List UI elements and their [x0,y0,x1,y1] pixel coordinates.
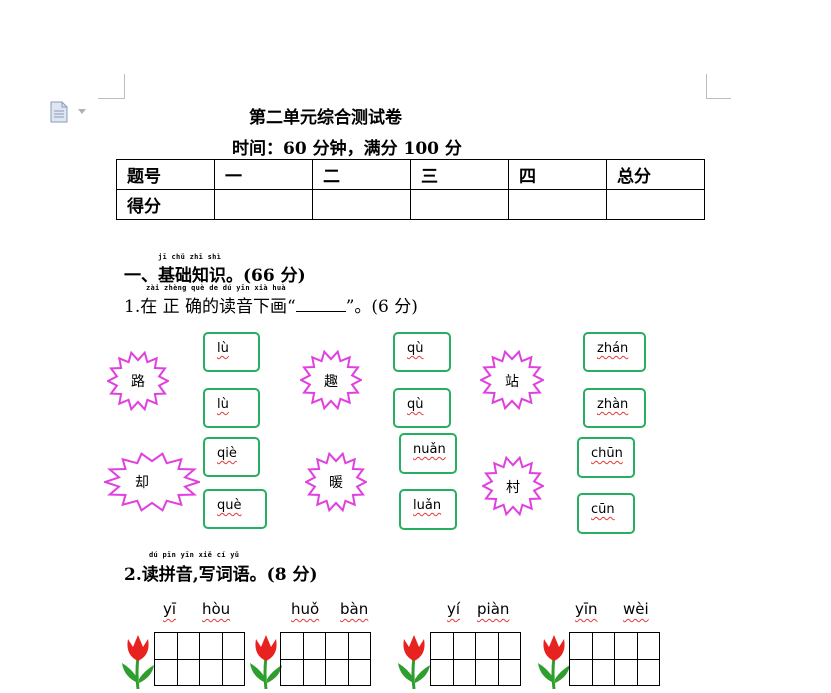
section1-ruby: jī chǔ zhī shì [158,253,222,261]
pinyin-prompt: yīn [575,600,598,618]
writing-box[interactable] [430,632,476,686]
char-lu: 路 [131,374,145,390]
tulip-icon [538,635,570,689]
section1-title: 一、基础知识。(66 分) [124,266,306,286]
pinyin-prompt: yí [447,600,461,618]
starburst-shape [480,350,544,410]
answer-blank [295,297,346,312]
question1-title: 1.在 正 确的读音下画“ ”。(6 分) [124,292,418,317]
score-table-header-row: 题号 一 二 三 四 总分 [116,159,705,190]
writing-box[interactable] [475,632,521,686]
score-table: 题号 一 二 三 四 总分 得分 [116,159,705,220]
option-box[interactable]: qù [393,332,451,372]
option-box[interactable]: qiè [203,437,260,477]
score-cell: 得分 [116,189,215,220]
writing-box[interactable] [280,632,326,686]
dropdown-caret-icon[interactable] [78,109,86,114]
pinyin-prompt: piàn [477,600,510,618]
starburst-zhan [480,350,544,410]
score-input-cell[interactable] [410,189,509,220]
char-cun: 村 [506,480,520,496]
score-input-cell[interactable] [214,189,313,220]
score-cell: 二 [312,159,411,190]
pinyin-prompt: huǒ [291,600,320,618]
starburst-nuan [305,452,367,512]
option-box[interactable]: lù [203,388,260,428]
option-box[interactable]: luǎn [399,489,457,530]
starburst-lu [107,351,169,411]
page-title: 第二单元综合测试卷 [249,108,402,128]
score-cell: 题号 [116,159,215,190]
starburst-que [104,452,200,512]
score-input-cell[interactable] [312,189,411,220]
writing-box[interactable] [325,632,371,686]
pinyin-prompt: wèi [623,600,649,618]
starburst-shape [300,350,362,410]
score-table-score-row: 得分 [116,189,705,220]
page-subtitle: 时间：60 分钟，满分 100 分 [232,139,462,159]
question1-ruby: zài zhèng què de dú yīn xià huà [146,284,286,292]
option-box[interactable]: chūn [577,437,635,478]
starburst-qu [300,350,362,410]
starburst-shape [482,456,544,516]
starburst-cun [482,456,544,516]
question1-text: 1.在 正 确的读音下画“ [124,297,296,317]
option-box[interactable]: què [203,489,267,529]
pinyin-prompt: yī [163,600,177,618]
score-cell: 一 [214,159,313,190]
char-zhan: 站 [505,374,519,390]
starburst-shape [107,351,169,411]
document-icon[interactable] [50,101,68,123]
char-nuan: 暖 [329,475,343,491]
option-box[interactable]: zhàn [583,388,646,428]
writing-box[interactable] [154,632,200,686]
writing-box[interactable] [569,632,615,686]
question2-ruby: dú pīn yīn xiě cí yǔ [149,551,240,559]
score-input-cell[interactable] [606,189,705,220]
char-que: 却 [135,475,149,491]
page-corner-top-left [98,74,125,99]
starburst-shape [104,452,200,512]
question2-title: 2.读拼音,写词语。(8 分) [124,565,318,585]
pinyin-prompt: hòu [202,600,231,618]
char-qu: 趣 [324,374,338,390]
tulip-icon [398,635,430,689]
writing-box[interactable] [199,632,245,686]
starburst-shape [305,452,367,512]
page-corner-top-right [706,74,731,99]
score-cell: 四 [508,159,607,190]
score-cell: 总分 [606,159,705,190]
question1-text-end: ”。(6 分) [345,297,418,317]
pinyin-prompt: bàn [340,600,369,618]
tulip-icon [250,635,282,689]
option-box[interactable]: lù [203,332,260,372]
option-box[interactable]: qù [393,388,451,428]
tulip-icon [122,635,154,689]
option-box[interactable]: cūn [577,493,635,534]
score-input-cell[interactable] [508,189,607,220]
score-cell: 三 [410,159,509,190]
option-box[interactable]: zhán [583,332,646,372]
option-box[interactable]: nuǎn [399,433,457,474]
writing-box[interactable] [614,632,660,686]
